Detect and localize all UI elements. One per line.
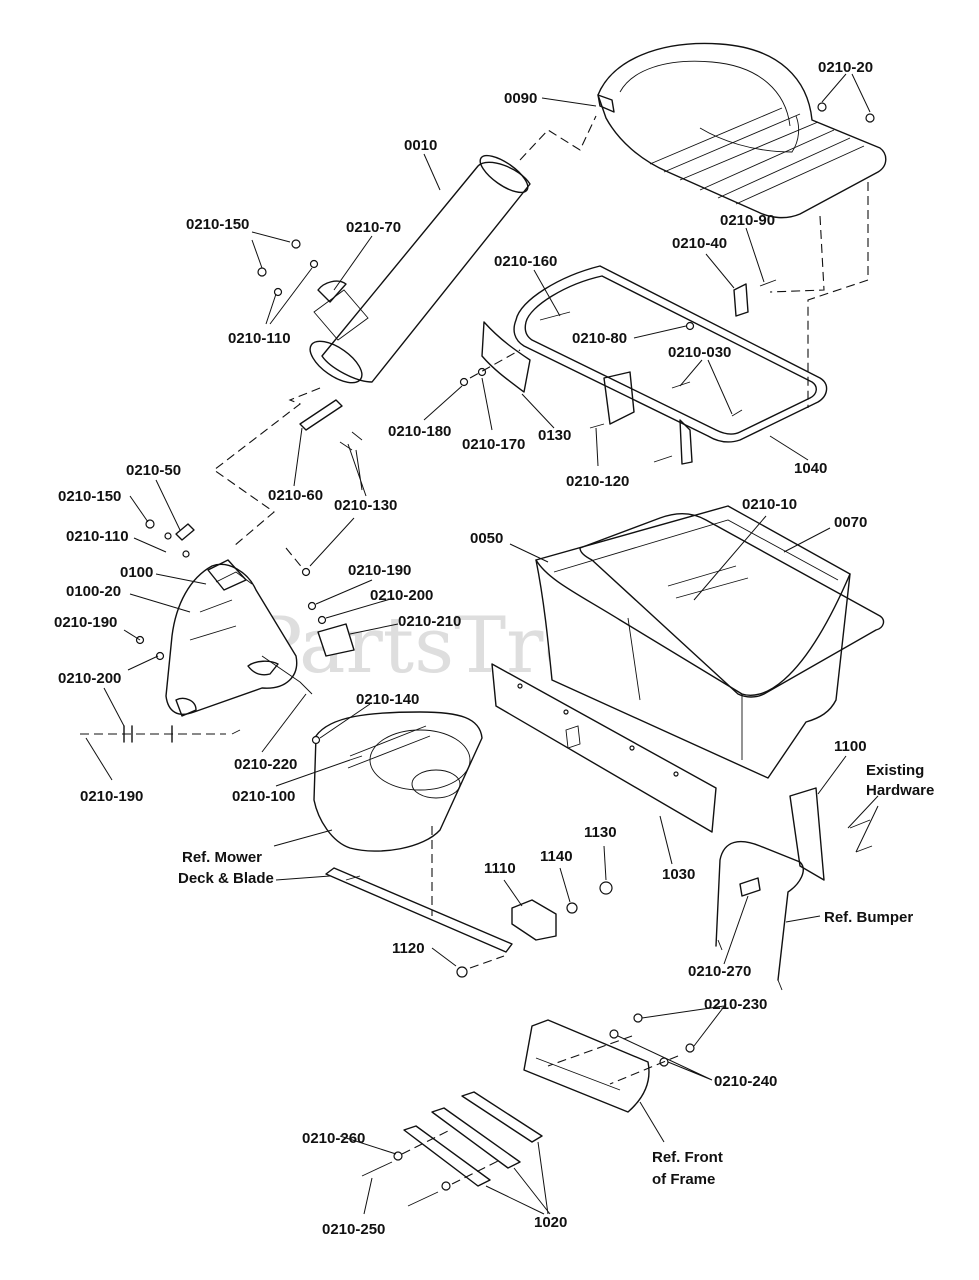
callout-0010: 0010: [404, 137, 437, 154]
ref-mower-deck: [313, 711, 483, 852]
hardware-0210-60: [299, 399, 343, 431]
callout-labels: 0090 0210-20 0010 0210-150 0210-70 0210-…: [54, 59, 934, 1238]
callout-1130: 1130: [584, 824, 617, 841]
callout-0210-150-mid: 0210-150: [58, 488, 121, 505]
hardware-chute-nut: [301, 567, 311, 577]
callout-0090: 0090: [504, 90, 537, 107]
callout-0210-180: 0210-180: [388, 423, 451, 440]
hardware-0210-180-0210-170: [459, 349, 521, 387]
callout-ref-front-2: of Frame: [652, 1171, 715, 1188]
callout-0210-90: 0210-90: [720, 212, 775, 229]
callout-ref-mower-1: Ref. Mower: [182, 849, 262, 866]
callout-0210-80: 0210-80: [572, 330, 627, 347]
callout-0210-40: 0210-40: [672, 235, 727, 252]
callout-0100: 0100: [120, 564, 153, 581]
callout-0210-240: 0210-240: [714, 1073, 777, 1090]
callout-0210-210: 0210-210: [398, 613, 461, 630]
callout-0210-120: 0210-120: [566, 473, 629, 490]
callout-0210-70: 0210-70: [346, 219, 401, 236]
hardware-1140-1130-1120: [456, 881, 613, 978]
callout-0210-220: 0210-220: [234, 756, 297, 773]
callout-0210-110-top: 0210-110: [228, 330, 291, 347]
callout-0210-170: 0210-170: [462, 436, 525, 453]
callout-0210-250: 0210-250: [322, 1221, 385, 1238]
hinge-pin-0210-190: [80, 725, 226, 743]
leader-lines: [85, 73, 879, 1215]
callout-0210-20: 0210-20: [818, 59, 873, 76]
callout-0210-160: 0210-160: [494, 253, 557, 270]
part-0100-deflector-housing[interactable]: [165, 559, 298, 717]
callout-0210-270: 0210-270: [688, 963, 751, 980]
callout-0210-50: 0210-50: [126, 462, 181, 479]
assembly-line-chute: [213, 387, 321, 571]
part-1030-panel[interactable]: [491, 663, 717, 833]
part-1100-bracket[interactable]: [789, 787, 825, 881]
callout-1140: 1140: [540, 848, 573, 865]
callout-0210-140: 0210-140: [356, 691, 419, 708]
callout-1020: 1020: [534, 1214, 567, 1231]
bracket-0210-70: [317, 280, 347, 303]
callout-existing-hardware-2: Hardware: [866, 782, 934, 799]
callout-existing-hardware-1: Existing: [866, 762, 924, 779]
hardware-0210-150-top: [257, 239, 301, 277]
callout-0210-190-c: 0210-190: [80, 788, 143, 805]
hardware-0210-260-0210-250: [361, 1129, 501, 1207]
callout-0210-100: 0210-100: [232, 788, 295, 805]
hardware-0210-20: [817, 102, 875, 123]
callout-0050: 0050: [470, 530, 503, 547]
part-1040-frame[interactable]: [513, 265, 828, 465]
callout-0210-230: 0210-230: [704, 996, 767, 1013]
part-1020-plates[interactable]: [403, 1091, 543, 1187]
callout-1100: 1100: [834, 738, 867, 755]
hardware-0210-50: [145, 519, 195, 558]
callout-0210-190-b: 0210-190: [54, 614, 117, 631]
part-0210-210-bracket[interactable]: [317, 623, 355, 657]
ref-mower-blade: [325, 867, 513, 953]
hardware-0210-110-top: [273, 259, 319, 297]
part-0090-hood[interactable]: [597, 42, 887, 219]
callout-ref-front-1: Ref. Front: [652, 1149, 723, 1166]
callout-0210-190-a: 0210-190: [348, 562, 411, 579]
part-1110-block[interactable]: [511, 899, 557, 941]
callout-0070: 0070: [834, 514, 867, 531]
callout-ref-mower-2: Deck & Blade: [178, 870, 274, 887]
callout-0210-10: 0210-10: [742, 496, 797, 513]
callout-0210-110-mid: 0210-110: [66, 528, 129, 545]
callout-0210-200-b: 0210-200: [58, 670, 121, 687]
hardware-existing: [849, 819, 873, 853]
part-0130-plate[interactable]: [481, 321, 531, 393]
callout-0210-130: 0210-130: [334, 497, 397, 514]
callout-0100-20: 0100-20: [66, 583, 121, 600]
callout-0210-150-top: 0210-150: [186, 216, 249, 233]
hardware-0210-140-0210-100: [311, 735, 363, 761]
part-0070-bin-rim[interactable]: [579, 513, 885, 698]
callout-1110: 1110: [484, 860, 516, 877]
part-0050-bin[interactable]: [535, 505, 851, 779]
callout-0210-60: 0210-60: [268, 487, 323, 504]
callout-1040: 1040: [794, 460, 827, 477]
hardware-1040-bolts: [539, 279, 777, 463]
hardware-0210-130: [339, 431, 363, 451]
assembly-line-tube-hood: [519, 115, 597, 161]
ref-bumper-assembly[interactable]: [715, 840, 804, 991]
hardware-0210-190-0210-200: [135, 601, 327, 735]
callout-1030: 1030: [662, 866, 695, 883]
part-0010-chute-tube[interactable]: [303, 149, 533, 391]
ref-front-frame: [523, 1019, 650, 1113]
callout-1120: 1120: [392, 940, 425, 957]
callout-0210-200-a: 0210-200: [370, 587, 433, 604]
callout-0210-260: 0210-260: [302, 1130, 365, 1147]
callout-0210-030: 0210-030: [668, 344, 731, 361]
assembly-line-hood-frame: [769, 182, 869, 408]
callout-0130: 0130: [538, 427, 571, 444]
callout-ref-bumper: Ref. Bumper: [824, 909, 913, 926]
